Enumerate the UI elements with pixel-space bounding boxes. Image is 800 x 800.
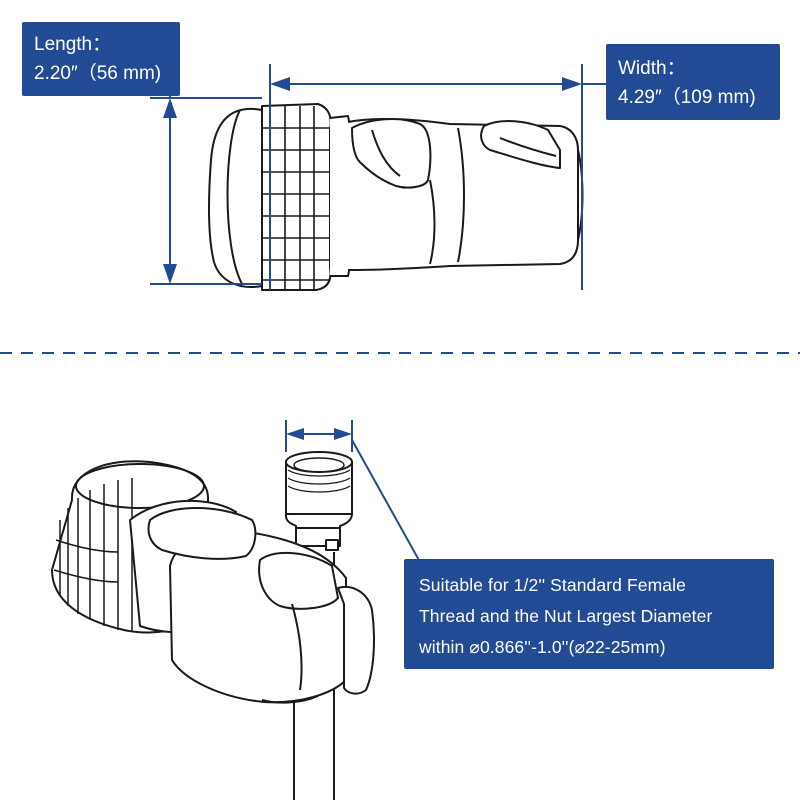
slider-perspective-view — [51, 451, 375, 800]
thread-line-1: Suitable for 1/2'' Standard Female — [419, 575, 686, 595]
clamp-arm-3d — [147, 507, 257, 560]
width-dimension — [269, 64, 606, 290]
length-value: 2.20″（56 mm) — [34, 63, 162, 84]
slider-side-view — [208, 103, 584, 291]
knurled-nut — [261, 103, 332, 291]
length-label: Length： 2.20″（56 mm) — [22, 22, 180, 96]
width-label: Width： 4.29″（109 mm) — [606, 44, 780, 120]
length-dimension — [150, 96, 262, 285]
clamp-arm — [351, 118, 432, 189]
width-value: 4.29″（109 mm) — [618, 87, 756, 108]
thread-line-3: within ⌀0.866''-1.0''(⌀22-25mm) — [419, 637, 666, 657]
width-title: Width： — [618, 58, 686, 79]
hook-front — [258, 551, 339, 610]
knurl-ridges-3d — [53, 478, 133, 632]
length-title: Length： — [34, 34, 112, 55]
callout-leader — [351, 439, 421, 563]
thread-spec-callout: Suitable for 1/2'' Standard Female Threa… — [404, 559, 774, 669]
hook-slot — [480, 120, 561, 169]
rod-fitting — [285, 461, 353, 547]
diameter-dimension — [285, 420, 421, 563]
knurl-ridges — [262, 106, 330, 290]
cap-dome — [208, 107, 263, 288]
clip-jaw — [337, 586, 375, 695]
thread-line-2: Thread and the Nut Largest Diameter — [419, 606, 713, 626]
